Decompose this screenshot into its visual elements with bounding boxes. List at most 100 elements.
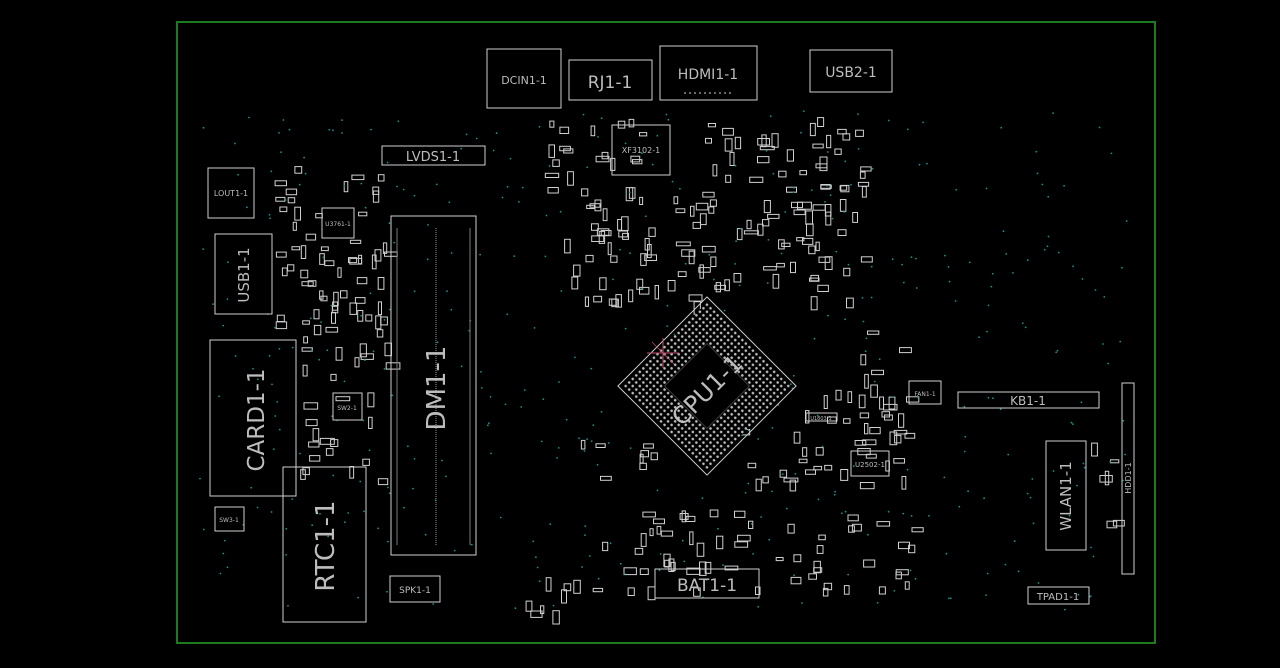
via (740, 227, 742, 230)
wlan-slot[interactable]: WLAN1-1 (1045, 440, 1087, 551)
smd-part (894, 434, 902, 444)
via (1056, 349, 1059, 352)
sw2-label: SW2-1 (337, 405, 357, 412)
via (435, 183, 438, 186)
smd-part (812, 143, 824, 149)
lout-connector[interactable]: LOUT1-1 (207, 167, 255, 219)
xf3102-label: XF3102-1 (622, 146, 660, 155)
u1803-chip[interactable]: U1803-1 (805, 412, 838, 422)
smd-part (595, 155, 610, 163)
smd-part (724, 279, 730, 292)
sw3-switch[interactable]: SW3-1 (214, 506, 245, 532)
spk-connector[interactable]: SPK1-1 (389, 575, 441, 603)
via (560, 290, 563, 292)
smd-part (571, 276, 579, 290)
via (987, 304, 990, 307)
smd-part (722, 127, 734, 136)
via (559, 210, 562, 213)
smd-part (640, 253, 647, 266)
smd-part (598, 230, 606, 244)
rj-connector[interactable]: RJ1-1 (568, 59, 653, 101)
via (538, 125, 541, 128)
smd-part (331, 305, 339, 314)
bat-connector[interactable]: BAT1-1 (654, 568, 760, 599)
kb-connector[interactable]: KB1-1 (957, 391, 1100, 409)
via (234, 355, 237, 357)
via (388, 492, 391, 495)
via (383, 368, 386, 370)
via (389, 308, 391, 311)
dcin-connector[interactable]: DCIN1-1 (486, 48, 562, 109)
smd-part (595, 443, 606, 448)
via (1047, 195, 1050, 198)
card-reader-slot[interactable]: CARD1-1 (209, 339, 297, 497)
smd-part (545, 577, 552, 592)
smd-part (593, 295, 603, 303)
via (544, 255, 547, 258)
smd-part (300, 269, 309, 279)
usb2-connector[interactable]: USB2-1 (809, 49, 893, 93)
smd-part (737, 534, 751, 542)
via (347, 512, 350, 514)
smd-part (309, 455, 321, 462)
via (504, 403, 507, 406)
smd-part (1112, 519, 1125, 527)
via (772, 172, 775, 175)
smd-part (716, 535, 724, 550)
u2502-chip[interactable]: U2502-1 (850, 450, 890, 477)
via (470, 543, 473, 546)
smd-part (848, 525, 855, 533)
via (684, 262, 687, 265)
cpu-chip[interactable]: CPU1-1 (617, 296, 797, 476)
via (402, 188, 405, 191)
via (708, 253, 711, 256)
via (800, 131, 802, 134)
via (813, 337, 816, 340)
smd-part (809, 277, 820, 282)
tpad-connector[interactable]: TPAD1-1 (1027, 586, 1090, 605)
smd-part (823, 395, 828, 410)
sw2-switch[interactable]: SW2-1 (332, 392, 363, 421)
usb2-label: USB2-1 (825, 65, 877, 81)
rtc-battery[interactable]: RTC1-1 (282, 466, 367, 623)
smd-part (625, 187, 634, 202)
via (565, 418, 568, 421)
via (363, 359, 366, 361)
via (1064, 608, 1066, 611)
via (752, 553, 754, 555)
smd-part (802, 237, 814, 245)
smd-part (617, 219, 622, 231)
via (821, 445, 824, 448)
via (871, 167, 874, 170)
smd-part (823, 582, 833, 591)
smd-part (563, 583, 572, 592)
hdmi-connector[interactable]: HDMI1-1 (659, 45, 758, 101)
via (202, 126, 205, 129)
smd-part (650, 452, 658, 461)
smd-part (805, 210, 813, 225)
lvds-connector[interactable]: LVDS1-1 (381, 145, 486, 166)
via (906, 468, 909, 471)
u3761-chip[interactable]: U3761-1 (321, 207, 355, 239)
via (644, 215, 647, 218)
xf3102-chip[interactable]: XF3102-1 (611, 124, 671, 176)
via (915, 287, 918, 289)
dm-label: DM1-1 (422, 346, 452, 431)
via (413, 290, 416, 293)
usb1-connector[interactable]: USB1-1 (214, 233, 273, 315)
fan-connector[interactable]: FAN1-1 (908, 380, 942, 405)
via (368, 449, 371, 452)
via (910, 515, 913, 517)
smd-part (816, 545, 824, 554)
smd-part (809, 122, 816, 137)
hdd-connector[interactable]: HDD1-1 (1121, 382, 1135, 575)
via (520, 406, 523, 408)
smd-part (859, 412, 870, 419)
via (847, 263, 850, 266)
dm-memory-slot[interactable]: DM1-1 (390, 215, 477, 556)
smd-part (746, 219, 752, 230)
smd-part (796, 237, 805, 242)
via (521, 186, 524, 189)
via (1077, 593, 1080, 596)
via (450, 308, 453, 311)
